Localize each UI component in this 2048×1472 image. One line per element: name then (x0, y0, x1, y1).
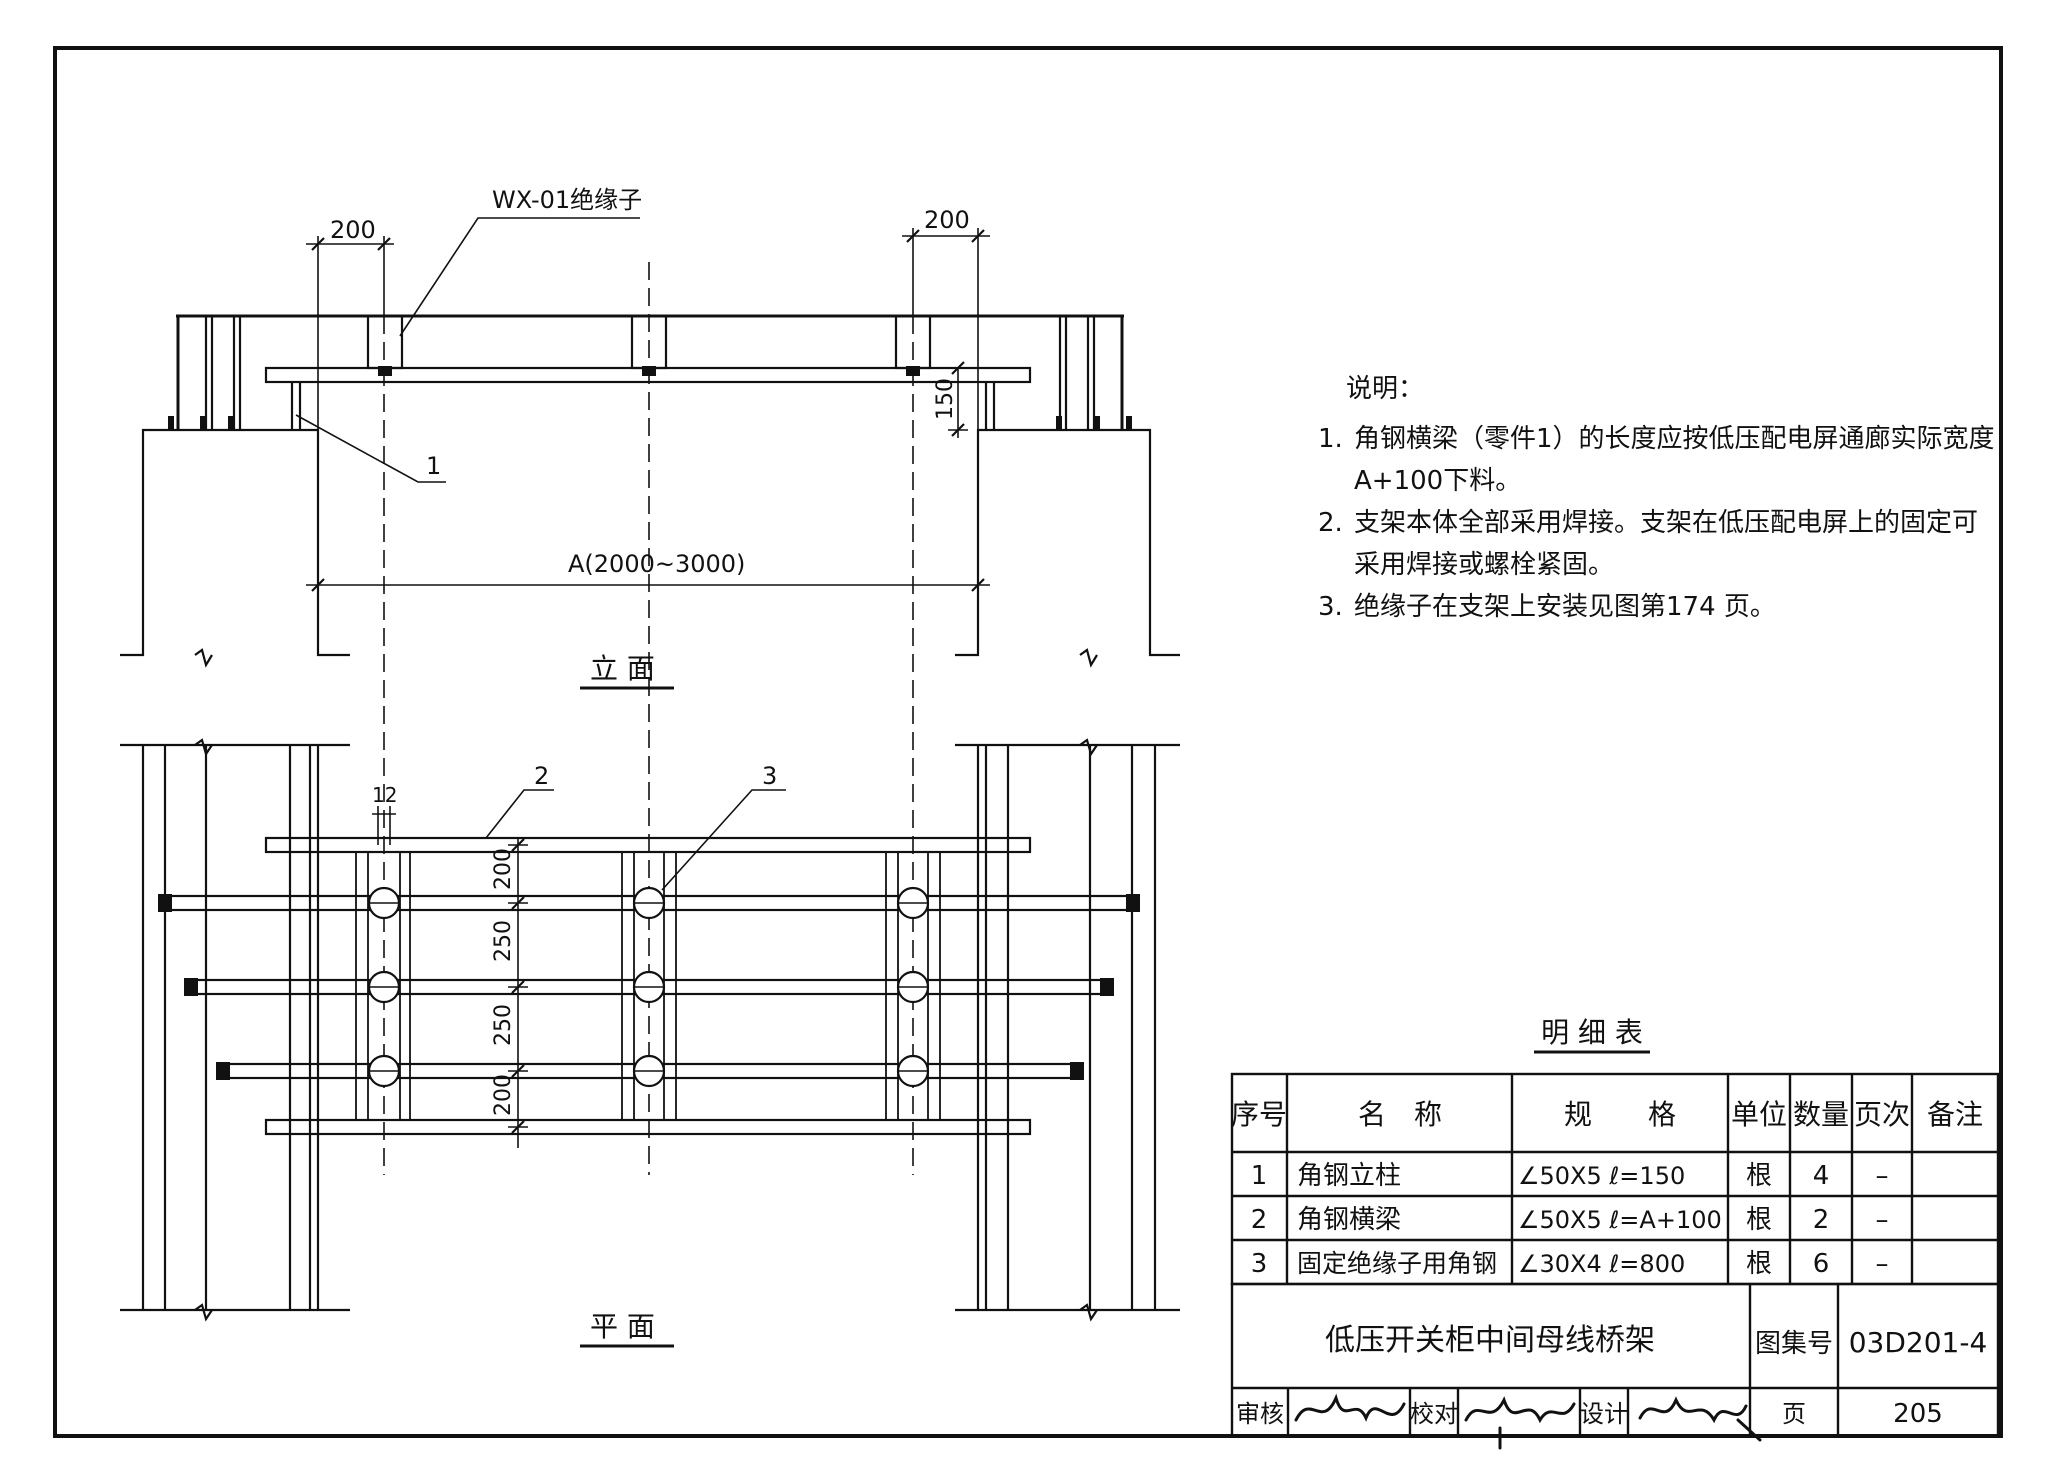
drawing-title: 低压开关柜中间母线桥架 (1325, 1323, 1655, 1358)
note-text: 支架本体全部采用焊接。支架在低压配电屏上的固定可采用焊接或螺栓紧固。 (1354, 508, 1979, 580)
notes: 说明： 1. 角钢横梁（零件1）的长度应按低压配电屏通廊实际宽度A+100下料。… (1318, 368, 1998, 628)
bom-header-qty: 数量 (1793, 1098, 1849, 1131)
bom-header-remark: 备注 (1927, 1098, 1983, 1131)
right-cabinet (955, 428, 1180, 657)
atlas-label: 图集号 (1755, 1329, 1833, 1359)
sheet-frame (53, 46, 2003, 1438)
design-label: 设计 (1580, 1400, 1628, 1428)
bom-table: 明 细 表 序号 名 称 规 格 单位 数量 页次 备注 1 角钢立柱 ∠50 (1230, 1016, 2000, 1286)
bom-cell: – (1876, 1205, 1889, 1235)
bom-cell: 固定绝缘子用角钢 (1297, 1249, 1497, 1278)
bom-cell: 角钢立柱 (1297, 1161, 1401, 1191)
insulator-label: WX-01绝缘子 (492, 186, 642, 214)
bom-cell: 1 (1251, 1161, 1268, 1191)
dim-250-b: 250 (491, 1004, 516, 1046)
bom-header-no: 序号 (1231, 1098, 1287, 1131)
plan-beam-bottom (264, 1118, 1032, 1136)
plan-title: 平 面 (590, 1310, 655, 1343)
bom-cell: 根 (1746, 1161, 1772, 1191)
bom-cell: – (1876, 1249, 1889, 1279)
break-mark (194, 648, 213, 668)
note-number: 1. (1318, 424, 1343, 454)
plan-beam-top (264, 836, 1032, 854)
note-text: 角钢横梁（零件1）的长度应按低压配电屏通廊实际宽度A+100下料。 (1354, 424, 1995, 496)
dim-200-left: 200 (330, 216, 376, 244)
page-number: 205 (1893, 1399, 1943, 1429)
dim-150: 150 (933, 378, 958, 420)
bom-cell: 3 (1251, 1249, 1268, 1279)
elevation-title: 立 面 (590, 652, 655, 685)
note-number: 3. (1318, 592, 1343, 622)
drawing-labels: WX-01绝缘子 200 200 150 1 A(2000~3000) 立 面 … (330, 186, 970, 1343)
dim-200-right: 200 (924, 206, 970, 234)
note-number: 2. (1318, 508, 1343, 538)
bom-cell: 根 (1746, 1249, 1772, 1279)
notes-heading: 说明： (1346, 374, 1425, 404)
atlas-number: 03D201-4 (1849, 1326, 1988, 1359)
bom-header-name: 名 称 (1358, 1098, 1442, 1131)
bom-cell: ∠50X5 ℓ=150 (1518, 1162, 1685, 1190)
note-item: 2. 支架本体全部采用焊接。支架在低压配电屏上的固定可采用焊接或螺栓紧固。 (1318, 502, 1998, 586)
bom-title: 明 细 表 (1541, 1016, 1643, 1049)
signature-review (1294, 1393, 1406, 1422)
dim-200-b: 200 (491, 1074, 516, 1116)
note-item: 3. 绝缘子在支架上安装见图第174 页。 (1318, 586, 1998, 628)
signature-design (1638, 1396, 1762, 1442)
review-label: 审核 (1236, 1400, 1284, 1428)
bom-cell: 根 (1746, 1205, 1772, 1235)
bom-header-spec: 规 格 (1564, 1098, 1676, 1131)
part-3-label: 3 (762, 762, 777, 790)
bom-cell: 4 (1813, 1161, 1830, 1191)
bom-cell: 角钢横梁 (1297, 1205, 1401, 1235)
part-1-label: 1 (426, 452, 441, 480)
bom-cell: 2 (1251, 1205, 1268, 1235)
check-label: 校对 (1410, 1400, 1458, 1428)
note-text: 绝缘子在支架上安装见图第174 页。 (1354, 592, 1776, 622)
bom-cell: 2 (1813, 1205, 1830, 1235)
plan-view (120, 738, 1180, 1348)
dim-200-a: 200 (491, 848, 516, 890)
dim-12: 12 (372, 783, 397, 807)
insulator-left (366, 314, 404, 370)
bom-cell: – (1876, 1161, 1889, 1191)
bom-cell: ∠30X4 ℓ=800 (1518, 1250, 1685, 1278)
signature-check (1464, 1396, 1576, 1450)
note-item: 1. 角钢横梁（零件1）的长度应按低压配电屏通廊实际宽度A+100下料。 (1318, 418, 1998, 502)
part-2-label: 2 (534, 762, 549, 790)
bom-header-unit: 单位 (1731, 1098, 1787, 1131)
bom-cell: 6 (1813, 1249, 1830, 1279)
title-block: 低压开关柜中间母线桥架 图集号 03D201-4 审核 校对 设计 页 205 (1230, 1282, 2000, 1450)
page-label: 页 (1782, 1400, 1806, 1428)
dim-250-a: 250 (491, 920, 516, 962)
break-mark (1079, 648, 1098, 668)
bom-cell: ∠50X5 ℓ=A+100 (1518, 1206, 1722, 1234)
left-cabinet (120, 428, 350, 657)
elevation-view (120, 217, 1180, 1175)
bom-header-page: 页次 (1854, 1098, 1910, 1131)
dim-span-label: A(2000~3000) (568, 550, 745, 578)
